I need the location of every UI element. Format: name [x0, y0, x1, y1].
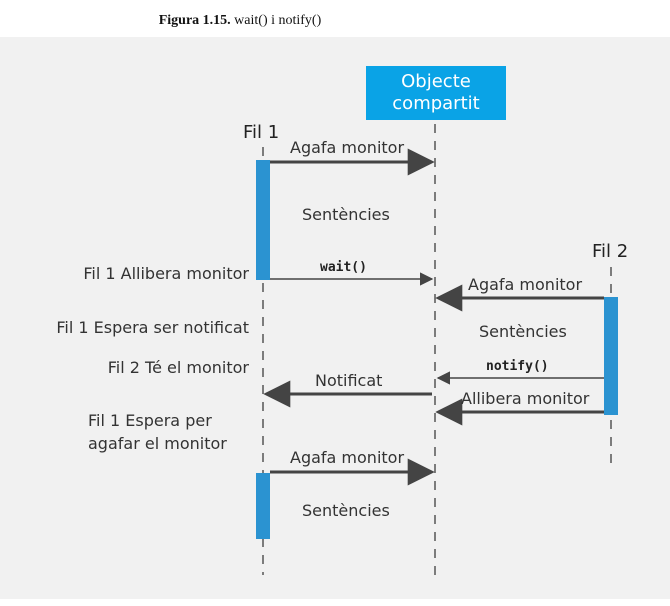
activation-fil1-1 [256, 160, 270, 280]
figure-number: Figura 1.15. [158, 13, 231, 28]
msg-sentencies-2: Sentències [479, 322, 567, 341]
note-fil1-allibera: Fil 1 Allibera monitor [83, 264, 249, 283]
msg-sentencies-1: Sentències [302, 205, 390, 224]
shared-object-box: Objecte compartit [366, 66, 506, 120]
shared-object-line2: compartit [392, 93, 480, 114]
note-fil1-espera-per: Fil 1 Espera per [88, 411, 212, 430]
msg-notificat: Notificat [315, 371, 383, 390]
shared-object-line1: Objecte [401, 71, 471, 92]
msg-agafa-monitor-3: Agafa monitor [290, 448, 405, 467]
msg-agafa-monitor-2: Agafa monitor [468, 275, 583, 294]
msg-sentencies-3: Sentències [302, 501, 390, 520]
msg-allibera-monitor: Allibera monitor [461, 389, 590, 408]
fil1-label: Fil 1 [243, 122, 280, 143]
msg-notify: notify() [486, 359, 549, 374]
figure-title: wait() i notify() [234, 13, 322, 28]
figure-caption: Figura 1.15. wait() i notify() [0, 13, 480, 29]
activation-fil2 [604, 297, 618, 415]
msg-wait: wait() [320, 260, 367, 275]
note-agafar-monitor: agafar el monitor [88, 434, 227, 453]
diagram-panel [0, 37, 670, 599]
fil2-label: Fil 2 [592, 241, 629, 262]
msg-agafa-monitor-1: Agafa monitor [290, 138, 405, 157]
note-fil2-te-monitor: Fil 2 Té el monitor [107, 358, 249, 377]
activation-fil1-2 [256, 473, 270, 539]
note-fil1-espera-notificat: Fil 1 Espera ser notificat [56, 318, 249, 337]
